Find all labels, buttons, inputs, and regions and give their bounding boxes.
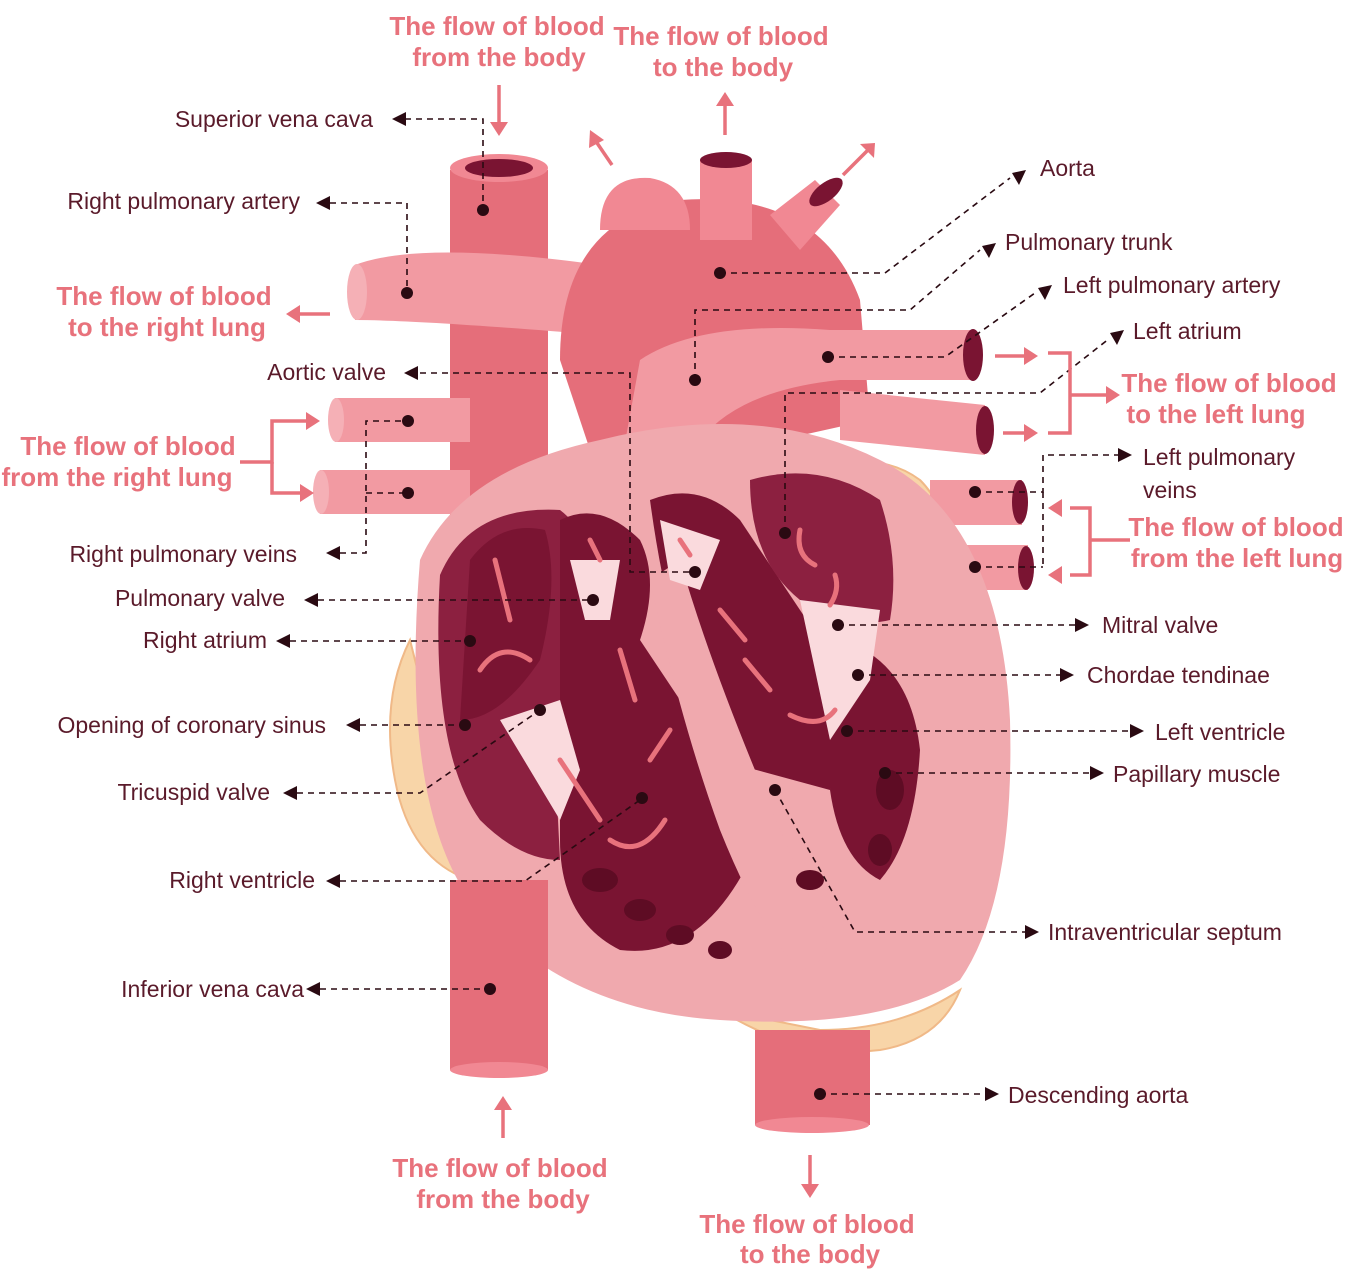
label-descending-aorta: Descending aorta: [1008, 1082, 1188, 1108]
label-right-pulmonary-artery: Right pulmonary artery: [67, 188, 300, 214]
label-left-ventricle: Left ventricle: [1155, 719, 1285, 745]
flow-from-left-lung-1: The flow of blood: [1128, 512, 1343, 542]
label-left-pulmonary-veins-2: veins: [1143, 477, 1197, 503]
label-right-pulmonary-veins: Right pulmonary veins: [69, 541, 297, 567]
right-pulmonary-veins: [313, 398, 470, 514]
right-pulmonary-artery: [347, 253, 600, 336]
label-papillary-muscle: Papillary muscle: [1113, 761, 1280, 787]
flow-left-lung-1: The flow of blood: [1121, 368, 1336, 398]
label-mitral-valve: Mitral valve: [1102, 612, 1218, 638]
descending-aorta: [755, 1030, 870, 1133]
flow-to-body-top-2: to the body: [653, 52, 794, 82]
label-left-atrium: Left atrium: [1133, 318, 1242, 344]
label-aorta: Aorta: [1040, 155, 1095, 181]
label-aortic-valve: Aortic valve: [267, 359, 386, 385]
label-right-ventricle: Right ventricle: [169, 867, 315, 893]
flow-from-body-top-1: The flow of blood: [389, 11, 604, 41]
flow-from-body-bottom-1: The flow of blood: [392, 1153, 607, 1183]
label-left-pulmonary-veins-1: Left pulmonary: [1143, 444, 1296, 470]
label-pulmonary-trunk: Pulmonary trunk: [1005, 229, 1173, 255]
flow-from-body-bottom-2: from the body: [416, 1184, 590, 1214]
label-pulmonary-valve: Pulmonary valve: [115, 585, 285, 611]
flow-right-lung-2: to the right lung: [68, 312, 266, 342]
label-tricuspid-valve: Tricuspid valve: [117, 779, 270, 805]
label-right-atrium: Right atrium: [143, 627, 267, 653]
flow-from-left-lung-2: from the left lung: [1131, 543, 1343, 573]
label-inferior-vena-cava: Inferior vena cava: [121, 976, 304, 1002]
flow-from-right-lung-1: The flow of blood: [20, 431, 235, 461]
flow-from-body-top-2: from the body: [412, 42, 586, 72]
flow-to-body-top-1: The flow of blood: [613, 21, 828, 51]
flow-to-body-bottom-2: to the body: [740, 1239, 881, 1269]
flow-to-body-bottom-1: The flow of blood: [699, 1209, 914, 1239]
label-superior-vena-cava: Superior vena cava: [175, 106, 373, 132]
flow-left-lung-2: to the left lung: [1126, 399, 1305, 429]
label-left-pulmonary-artery: Left pulmonary artery: [1063, 272, 1281, 298]
label-chordae-tendinae: Chordae tendinae: [1087, 662, 1270, 688]
label-opening-coronary-sinus: Opening of coronary sinus: [58, 712, 327, 738]
flow-from-right-lung-2: from the right lung: [1, 462, 232, 492]
label-intraventricular-septum: Intraventricular septum: [1048, 919, 1282, 945]
flow-right-lung-1: The flow of blood: [56, 281, 271, 311]
inferior-vena-cava: [450, 880, 548, 1078]
